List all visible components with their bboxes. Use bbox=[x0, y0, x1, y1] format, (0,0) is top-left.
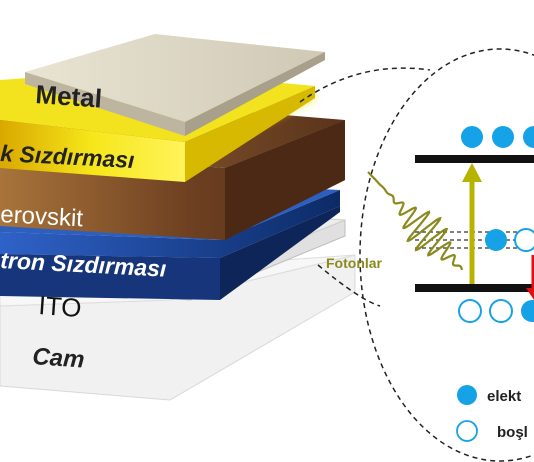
metal-label: Metal bbox=[35, 79, 103, 114]
electron-dot bbox=[492, 126, 514, 148]
conduction-band bbox=[415, 155, 534, 163]
hole-dot bbox=[514, 228, 534, 252]
legend-electron-label: elekt bbox=[487, 388, 521, 405]
hole-dot bbox=[489, 299, 513, 323]
metal-layer bbox=[25, 34, 325, 136]
legend-electron-icon bbox=[457, 385, 477, 405]
legend-hole-label: boşl bbox=[497, 424, 528, 441]
electron-dot bbox=[485, 229, 507, 251]
electron-dot bbox=[523, 126, 534, 148]
photon-label: Fotonlar bbox=[326, 255, 383, 271]
hole-dot bbox=[458, 299, 482, 323]
zoom-connector bbox=[299, 48, 534, 462]
electron-dot bbox=[461, 126, 483, 148]
perovskite-label: erovskit bbox=[0, 201, 84, 232]
legend: elekt boşl bbox=[456, 385, 528, 442]
ito-label: ITO bbox=[38, 290, 83, 323]
photon-wave bbox=[367, 171, 464, 271]
excitation-arrowhead bbox=[462, 163, 482, 182]
legend-hole-icon bbox=[456, 420, 478, 442]
glass-label: Cam bbox=[32, 343, 86, 374]
band-diagram bbox=[415, 126, 534, 323]
recombination-arrowhead bbox=[526, 288, 534, 300]
valence-band bbox=[415, 284, 534, 292]
electron-dot bbox=[521, 300, 534, 322]
